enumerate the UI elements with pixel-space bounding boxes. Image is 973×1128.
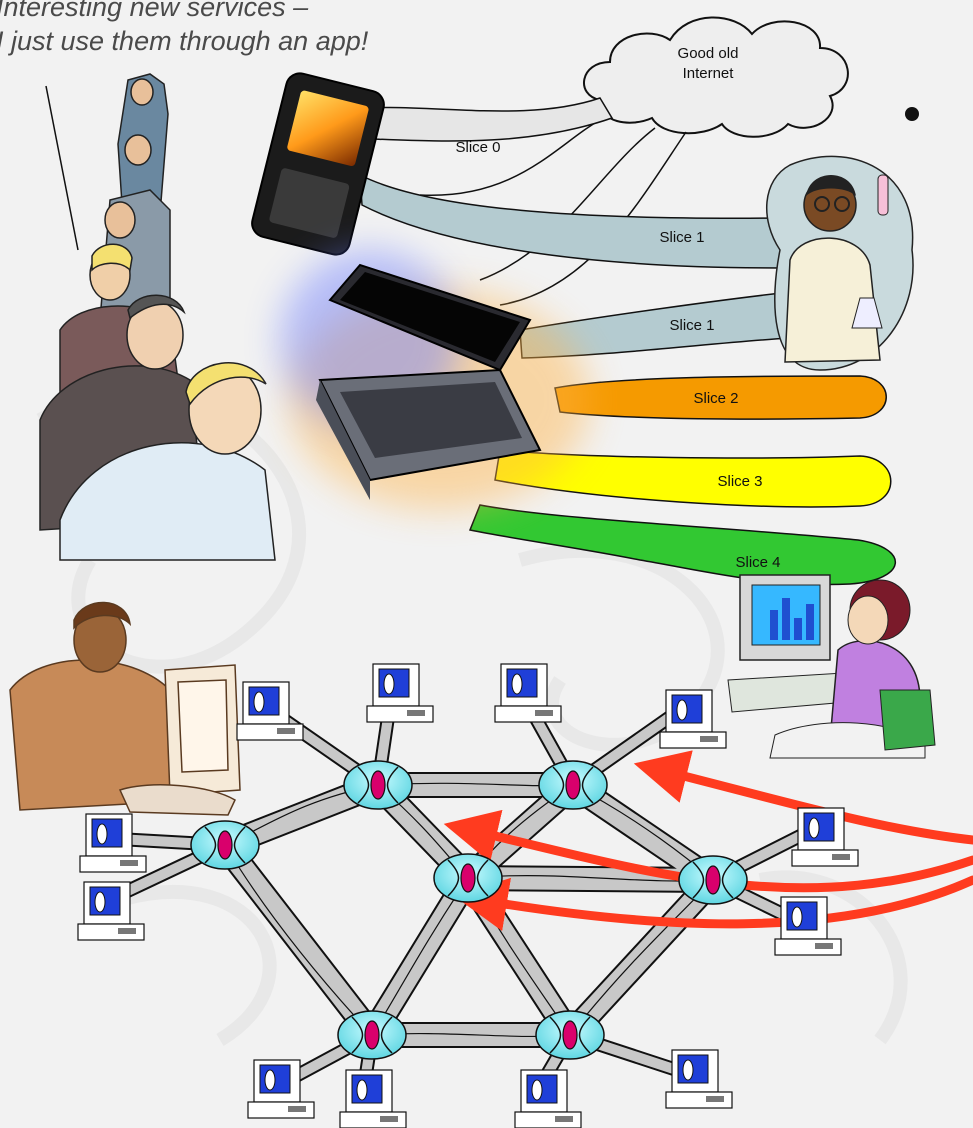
slice-label: Slice 2 (693, 390, 738, 407)
woman-at-computer-icon (727, 574, 936, 759)
bullet-dot (905, 107, 919, 121)
internet-cloud: Good old Internet (583, 16, 849, 138)
slice-3: Slice 3 (494, 449, 892, 508)
terminal-icon (79, 813, 147, 873)
slice-label: Slice 1 (659, 229, 704, 246)
queue-of-people-icon (39, 73, 276, 561)
slice-4: Slice 4 (468, 504, 896, 586)
slice-label: Slice 3 (717, 473, 762, 490)
slice-label: Slice 1 (669, 317, 714, 334)
terminal-icon (339, 1069, 407, 1128)
routers (190, 760, 748, 1060)
caption-line-2: I just use them through an app! (0, 26, 369, 56)
slice-0: Slice 0 (339, 97, 614, 156)
terminal-icon (247, 1059, 315, 1119)
terminal-icon (494, 663, 562, 723)
terminals (77, 663, 859, 1128)
cloud-label-line-2: Internet (683, 65, 735, 82)
router-icon (678, 855, 748, 905)
cloud-label-line-1: Good old (678, 45, 739, 62)
laptop-icon (280, 250, 590, 510)
terminal-icon (665, 1049, 733, 1109)
man-at-computer-icon (9, 601, 241, 816)
terminal-icon (659, 689, 727, 749)
smartphone-icon (251, 72, 385, 256)
terminal-icon (77, 881, 145, 941)
caption-line-1: Interesting new services – (0, 0, 309, 22)
router-icon (343, 760, 413, 810)
terminal-icon (366, 663, 434, 723)
slice-2: Slice 2 (554, 375, 887, 420)
caption-pointer-line (45, 85, 79, 251)
slice-label: Slice 0 (455, 139, 500, 156)
terminal-icon (514, 1069, 582, 1128)
router-icon (538, 760, 608, 810)
slice-1-phone: Slice 1 (359, 173, 783, 269)
network-links (212, 772, 726, 1048)
terminal-icon (236, 681, 304, 741)
terminal-icon (774, 896, 842, 956)
router-icon (190, 820, 260, 870)
red-arrow-icon (453, 875, 973, 932)
router-icon (535, 1010, 605, 1060)
slice-label: Slice 4 (735, 554, 780, 571)
router-icon (433, 853, 503, 903)
scientist-icon (765, 155, 914, 371)
router-icon (337, 1010, 407, 1060)
terminal-icon (791, 807, 859, 867)
